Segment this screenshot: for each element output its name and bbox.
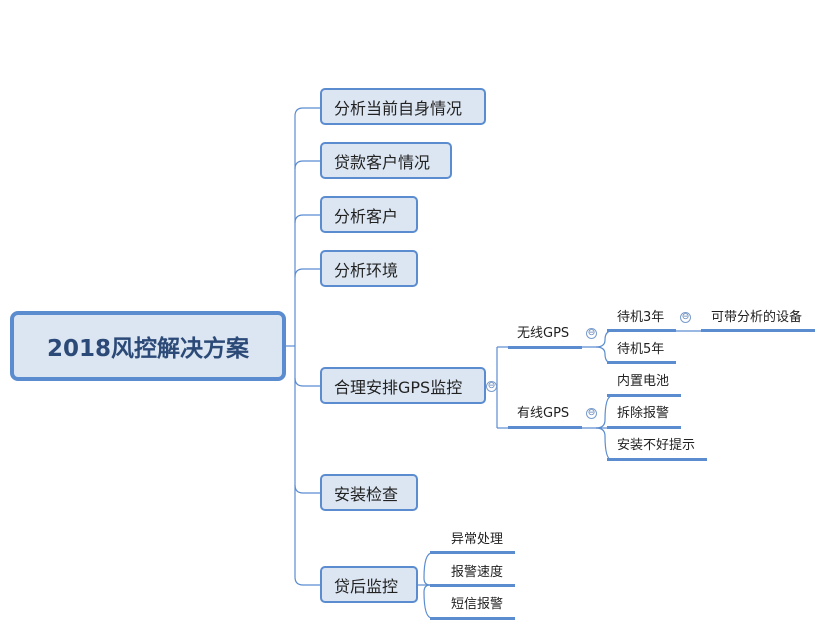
collapse-icon[interactable]: ⊖ (486, 381, 497, 392)
topic-install-check[interactable]: 安装检查 (320, 474, 418, 511)
subtopic-analyzable-device[interactable]: 可带分析的设备 (711, 310, 803, 325)
root-topic[interactable]: 2018风控解决方案 (10, 311, 286, 381)
underline (607, 329, 676, 332)
subtopic-exception-handling[interactable]: 异常处理 (451, 532, 504, 547)
underline (430, 584, 515, 587)
underline (701, 329, 815, 332)
underline (607, 426, 681, 429)
underline (607, 458, 707, 461)
collapse-icon[interactable]: ⊖ (680, 312, 691, 323)
topic-analyze-self[interactable]: 分析当前自身情况 (320, 88, 486, 125)
topic-analyze-customer[interactable]: 分析客户 (320, 196, 418, 233)
subtopic-wireless-gps[interactable]: 无线GPS (517, 326, 570, 341)
underline (430, 551, 515, 554)
subtopic-removal-alarm[interactable]: 拆除报警 (617, 406, 670, 421)
collapse-icon[interactable]: ⊖ (586, 408, 597, 419)
subtopic-sms-alarm[interactable]: 短信报警 (451, 597, 504, 612)
topic-gps-monitoring[interactable]: 合理安排GPS监控 (320, 367, 486, 404)
collapse-icon[interactable]: ⊖ (586, 328, 597, 339)
underline (508, 426, 582, 429)
subtopic-wired-gps[interactable]: 有线GPS (517, 406, 570, 421)
subtopic-standby-5y[interactable]: 待机5年 (617, 342, 665, 357)
subtopic-bad-install-alert[interactable]: 安装不好提示 (617, 438, 696, 453)
subtopic-alarm-speed[interactable]: 报警速度 (451, 565, 504, 580)
topic-post-loan-monitoring[interactable]: 贷后监控 (320, 566, 418, 603)
underline (430, 617, 515, 620)
underline (607, 361, 676, 364)
topic-loan-customer[interactable]: 贷款客户情况 (320, 142, 452, 179)
subtopic-standby-3y[interactable]: 待机3年 (617, 310, 665, 325)
underline (607, 394, 681, 397)
subtopic-builtin-battery[interactable]: 内置电池 (617, 374, 670, 389)
underline (508, 346, 582, 349)
topic-analyze-environment[interactable]: 分析环境 (320, 250, 418, 287)
